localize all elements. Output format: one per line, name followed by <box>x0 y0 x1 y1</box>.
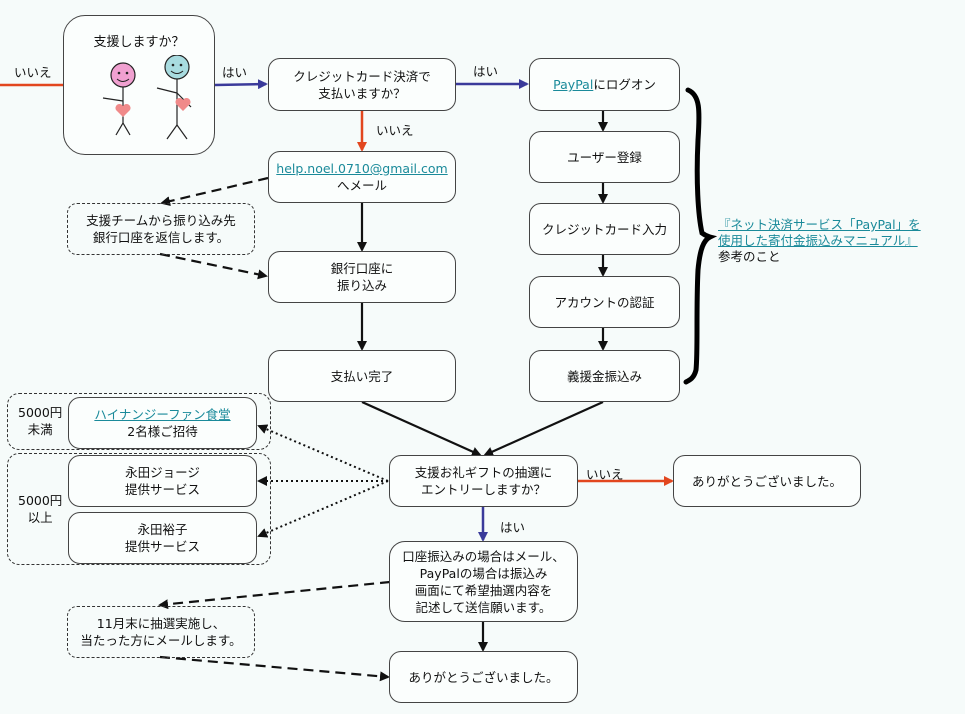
manual-link-line2[interactable]: 使用した寄付金振込みマニュアル』 <box>718 233 918 248</box>
prize-range-over-line2: 以上 <box>27 510 53 525</box>
george-prize-line1: 永田ジョージ <box>125 465 200 480</box>
prize-range-under-line2: 未満 <box>27 422 53 437</box>
lottery-note: 11月末に抽選実施し、 当たった方にメールします。 <box>67 606 255 658</box>
prize-range-under-line1: 5000円 <box>18 405 63 420</box>
support-team-note-line2: 銀行口座を返信します。 <box>92 230 230 245</box>
email-link[interactable]: help.noel.0710@gmail.com <box>276 161 448 176</box>
prize-group-over-5000 <box>7 453 271 565</box>
prize-range-under-5000: 5000円 未満 <box>18 404 62 438</box>
entry-instructions-box: 口座振込みの場合はメール、 PayPalの場合は振込み 画面にて希望抽選内容を … <box>389 541 578 622</box>
lottery-note-line1: 11月末に抽選実施し、 <box>96 616 226 631</box>
instructions-line3: 画面にて希望抽選内容を <box>414 582 553 598</box>
bank-transfer-box: 銀行口座に 振り込み <box>268 251 456 303</box>
arrow-done-to-entry <box>361 400 482 457</box>
dashed-note-to-bank <box>159 252 268 280</box>
dashed-instructions-to-lottery <box>158 580 391 610</box>
prize-box-george: 永田ジョージ 提供サービス <box>68 455 257 507</box>
payment-done-box: 支払い完了 <box>268 350 456 402</box>
edge-label-no-start: いいえ <box>14 65 52 80</box>
arrow-start-to-credit <box>214 79 268 90</box>
restaurant-link[interactable]: ハイナンジーファン食堂 <box>94 407 231 422</box>
instructions-line4: 記述して送信願います。 <box>415 599 552 615</box>
thanks-no-text: ありがとうございました。 <box>691 473 842 489</box>
brace-icon <box>683 87 718 385</box>
dashed-email-to-note <box>160 176 269 207</box>
instructions-line2: PayPalの場合は振込み <box>419 565 548 581</box>
account-auth-text: アカウントの認証 <box>554 294 655 310</box>
paypal-logon-suffix: にログオン <box>593 77 656 92</box>
edge-label-yes-credit: はい <box>473 64 499 79</box>
paypal-link[interactable]: PayPal <box>553 77 594 92</box>
prize-group-under-5000 <box>7 393 271 450</box>
thanks-final-box: ありがとうございました。 <box>389 651 578 703</box>
user-register-text: ユーザー登録 <box>567 149 642 165</box>
manual-reference: 『ネット決済サービス「PayPal」を 使用した寄付金振込みマニュアル』 参考の… <box>718 217 921 265</box>
restaurant-prize-text: 2名様ご招待 <box>127 424 198 439</box>
support-team-note-line1: 支援チームから振り込み先 <box>86 213 236 228</box>
lottery-note-line2: 当たった方にメールします。 <box>80 633 242 648</box>
donation-transfer-text: 義援金振込み <box>566 368 642 384</box>
entry-question-line2: エントリーしますか？ <box>420 482 546 497</box>
bank-transfer-line2: 振り込み <box>336 278 387 293</box>
edge-label-no-credit: いいえ <box>376 123 414 138</box>
george-prize-line2: 提供サービス <box>124 482 200 497</box>
payment-done-text: 支払い完了 <box>330 368 394 384</box>
entry-question-box: 支援お礼ギフトの抽選に エントリーしますか？ <box>389 455 578 507</box>
instructions-line1: 口座振込みの場合はメール、 <box>402 548 565 564</box>
manual-reference-suffix: 参考のこと <box>718 249 781 264</box>
arrow-donation-to-entry <box>483 400 604 457</box>
donation-transfer-box: 義援金振込み <box>529 350 680 402</box>
yuko-prize-line2: 提供サービス <box>124 539 200 554</box>
email-suffix: へメール <box>336 178 387 193</box>
edge-label-yes-entry: はい <box>500 520 526 535</box>
edge-label-no-entry: いいえ <box>586 467 624 482</box>
dotted-entry-to-prize3 <box>257 480 389 538</box>
card-input-box: クレジットカード入力 <box>529 203 680 255</box>
dashed-lottery-to-final <box>159 655 390 682</box>
credit-card-question-box: クレジットカード決済で 支払いますか？ <box>268 58 456 111</box>
entry-question-line1: 支援お礼ギフトの抽選に <box>414 465 553 480</box>
thanks-no-box: ありがとうございました。 <box>673 455 861 507</box>
prize-range-over-5000: 5000円 以上 <box>18 492 62 526</box>
email-box: help.noel.0710@gmail.com へメール <box>268 151 456 203</box>
yuko-prize-line1: 永田裕子 <box>137 522 188 537</box>
credit-card-question-line1: クレジットカード決済で <box>293 68 431 84</box>
paypal-logon-box: PayPalにログオン <box>529 58 680 111</box>
credit-card-question-line2: 支払いますか？ <box>318 85 406 101</box>
dotted-entry-to-prize1 <box>257 424 389 482</box>
start-question-box: 支援しますか？ <box>63 15 215 155</box>
bank-transfer-line1: 銀行口座に <box>330 261 394 276</box>
manual-link-line1[interactable]: 『ネット決済サービス「PayPal」を <box>718 217 921 232</box>
edge-label-yes-start: はい <box>222 65 248 80</box>
prize-box-yuko: 永田裕子 提供サービス <box>68 512 257 564</box>
user-register-box: ユーザー登録 <box>529 131 680 183</box>
start-question-text: 支援しますか？ <box>93 35 185 50</box>
card-input-text: クレジットカード入力 <box>541 221 667 237</box>
prize-range-over-line1: 5000円 <box>18 493 63 508</box>
support-team-note: 支援チームから振り込み先 銀行口座を返信します。 <box>67 203 255 255</box>
account-auth-box: アカウントの認証 <box>529 276 680 328</box>
stick-figures-icon <box>102 55 192 140</box>
thanks-final-text: ありがとうございました。 <box>408 669 559 685</box>
prize-box-restaurant: ハイナンジーファン食堂 2名様ご招待 <box>68 397 257 449</box>
